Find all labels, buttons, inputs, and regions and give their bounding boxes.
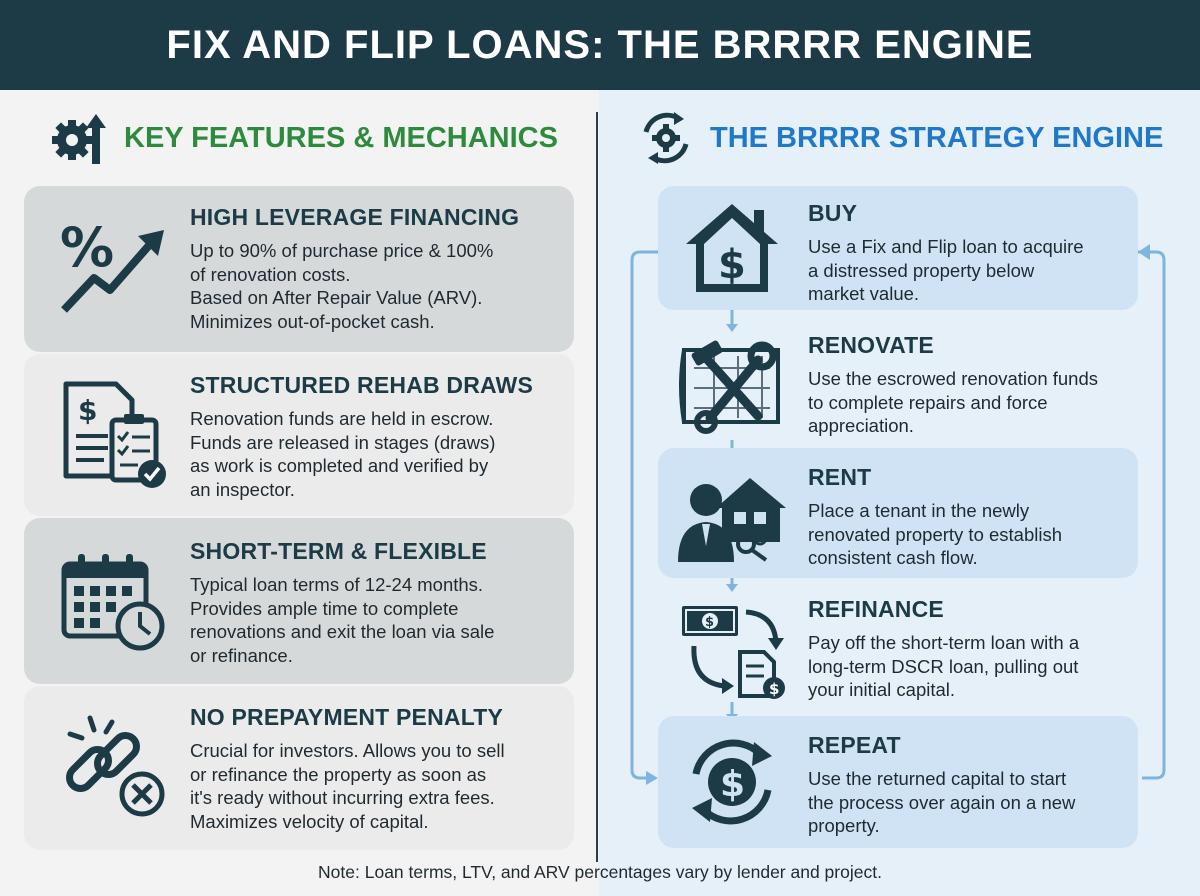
page-header: FIX AND FLIP LOANS: THE BRRRR ENGINE [0,0,1200,90]
step-heading: RENOVATE [808,332,934,358]
svg-text:$: $ [705,615,714,630]
brrrr-cycle-lines [630,244,1166,785]
svg-text:$: $ [718,242,746,288]
feature-card-short-term: SHORT-TERM & FLEXIBLE Typical loan terms… [24,518,574,684]
gear-arrow-icon [48,110,108,166]
step-card-repeat: $ REPEAT Use the returned capital to sta… [658,716,1138,848]
features-section-title: KEY FEATURES & MECHANICS [48,110,558,166]
step-description: Use a Fix and Flip loan to acquire a dis… [808,236,1084,304]
page-title: FIX AND FLIP LOANS: THE BRRRR ENGINE [166,22,1034,67]
step-description: Place a tenant in the newly renovated pr… [808,500,1063,568]
feature-card-leverage: % HIGH LEVERAGE FINANCING Up to 90% of p… [24,186,574,352]
calendar-clock-icon [60,552,170,652]
cycle-dollar-icon: $ [682,732,782,832]
feature-heading: HIGH LEVERAGE FINANCING [190,204,520,230]
features-title: KEY FEATURES & MECHANICS [124,121,558,154]
gear-cycle-icon [638,110,694,166]
tenant-house-keys-icon [678,472,790,562]
broken-chain-icon [60,714,170,818]
footer-note: Note: Loan terms, LTV, and ARV percentag… [318,862,882,882]
feature-description: Crucial for investors. Allows you to sel… [190,740,505,832]
step-heading: REFINANCE [808,596,944,622]
step-heading: REPEAT [808,732,901,758]
strategy-section-title: THE BRRRR STRATEGY ENGINE [638,110,1163,166]
cash-exchange-icon: $ $ [678,596,790,700]
feature-card-rehab-draws: $ STRUCTURED REHAB DRAWS Renovation fund… [24,354,574,516]
step-description: Use the returned capital to start the pr… [808,768,1076,836]
strategy-title: THE BRRRR STRATEGY ENGINE [710,121,1164,154]
step-heading: BUY [808,200,858,226]
step-heading: RENT [808,464,872,490]
step-card-renovate: RENOVATE Use the escrowed renovation fun… [658,332,1138,440]
panel-divider [596,112,598,862]
step-description: Pay off the short-term loan with a long-… [808,632,1080,700]
step-description: Use the escrowed renovation funds to com… [808,368,1099,436]
feature-heading: STRUCTURED REHAB DRAWS [190,372,534,398]
tools-blueprint-icon [678,338,786,434]
svg-text:$: $ [78,394,97,427]
svg-text:$: $ [769,680,779,698]
house-dollar-icon: $ [682,200,782,296]
feature-card-no-penalty: NO PREPAYMENT PENALTY Crucial for invest… [24,686,574,850]
svg-text:$: $ [720,764,745,805]
feature-heading: SHORT-TERM & FLEXIBLE [190,538,487,564]
feature-description: Up to 90% of purchase price & 100% of re… [190,240,494,332]
feature-description: Typical loan terms of 12-24 months. Prov… [190,574,495,666]
step-card-refinance: $ $ REFINANCE Pay off the short-term loa… [658,592,1138,702]
step-card-buy: $ BUY Use a Fix and Flip loan to acquire… [658,186,1138,310]
document-checklist-icon: $ [60,380,170,490]
percent-growth-arrow-icon: % [60,216,170,313]
feature-heading: NO PREPAYMENT PENALTY [190,704,504,730]
feature-description: Renovation funds are held in escrow. Fun… [190,408,496,500]
svg-text:%: % [60,216,114,279]
step-card-rent: RENT Place a tenant in the newly renovat… [658,448,1138,578]
